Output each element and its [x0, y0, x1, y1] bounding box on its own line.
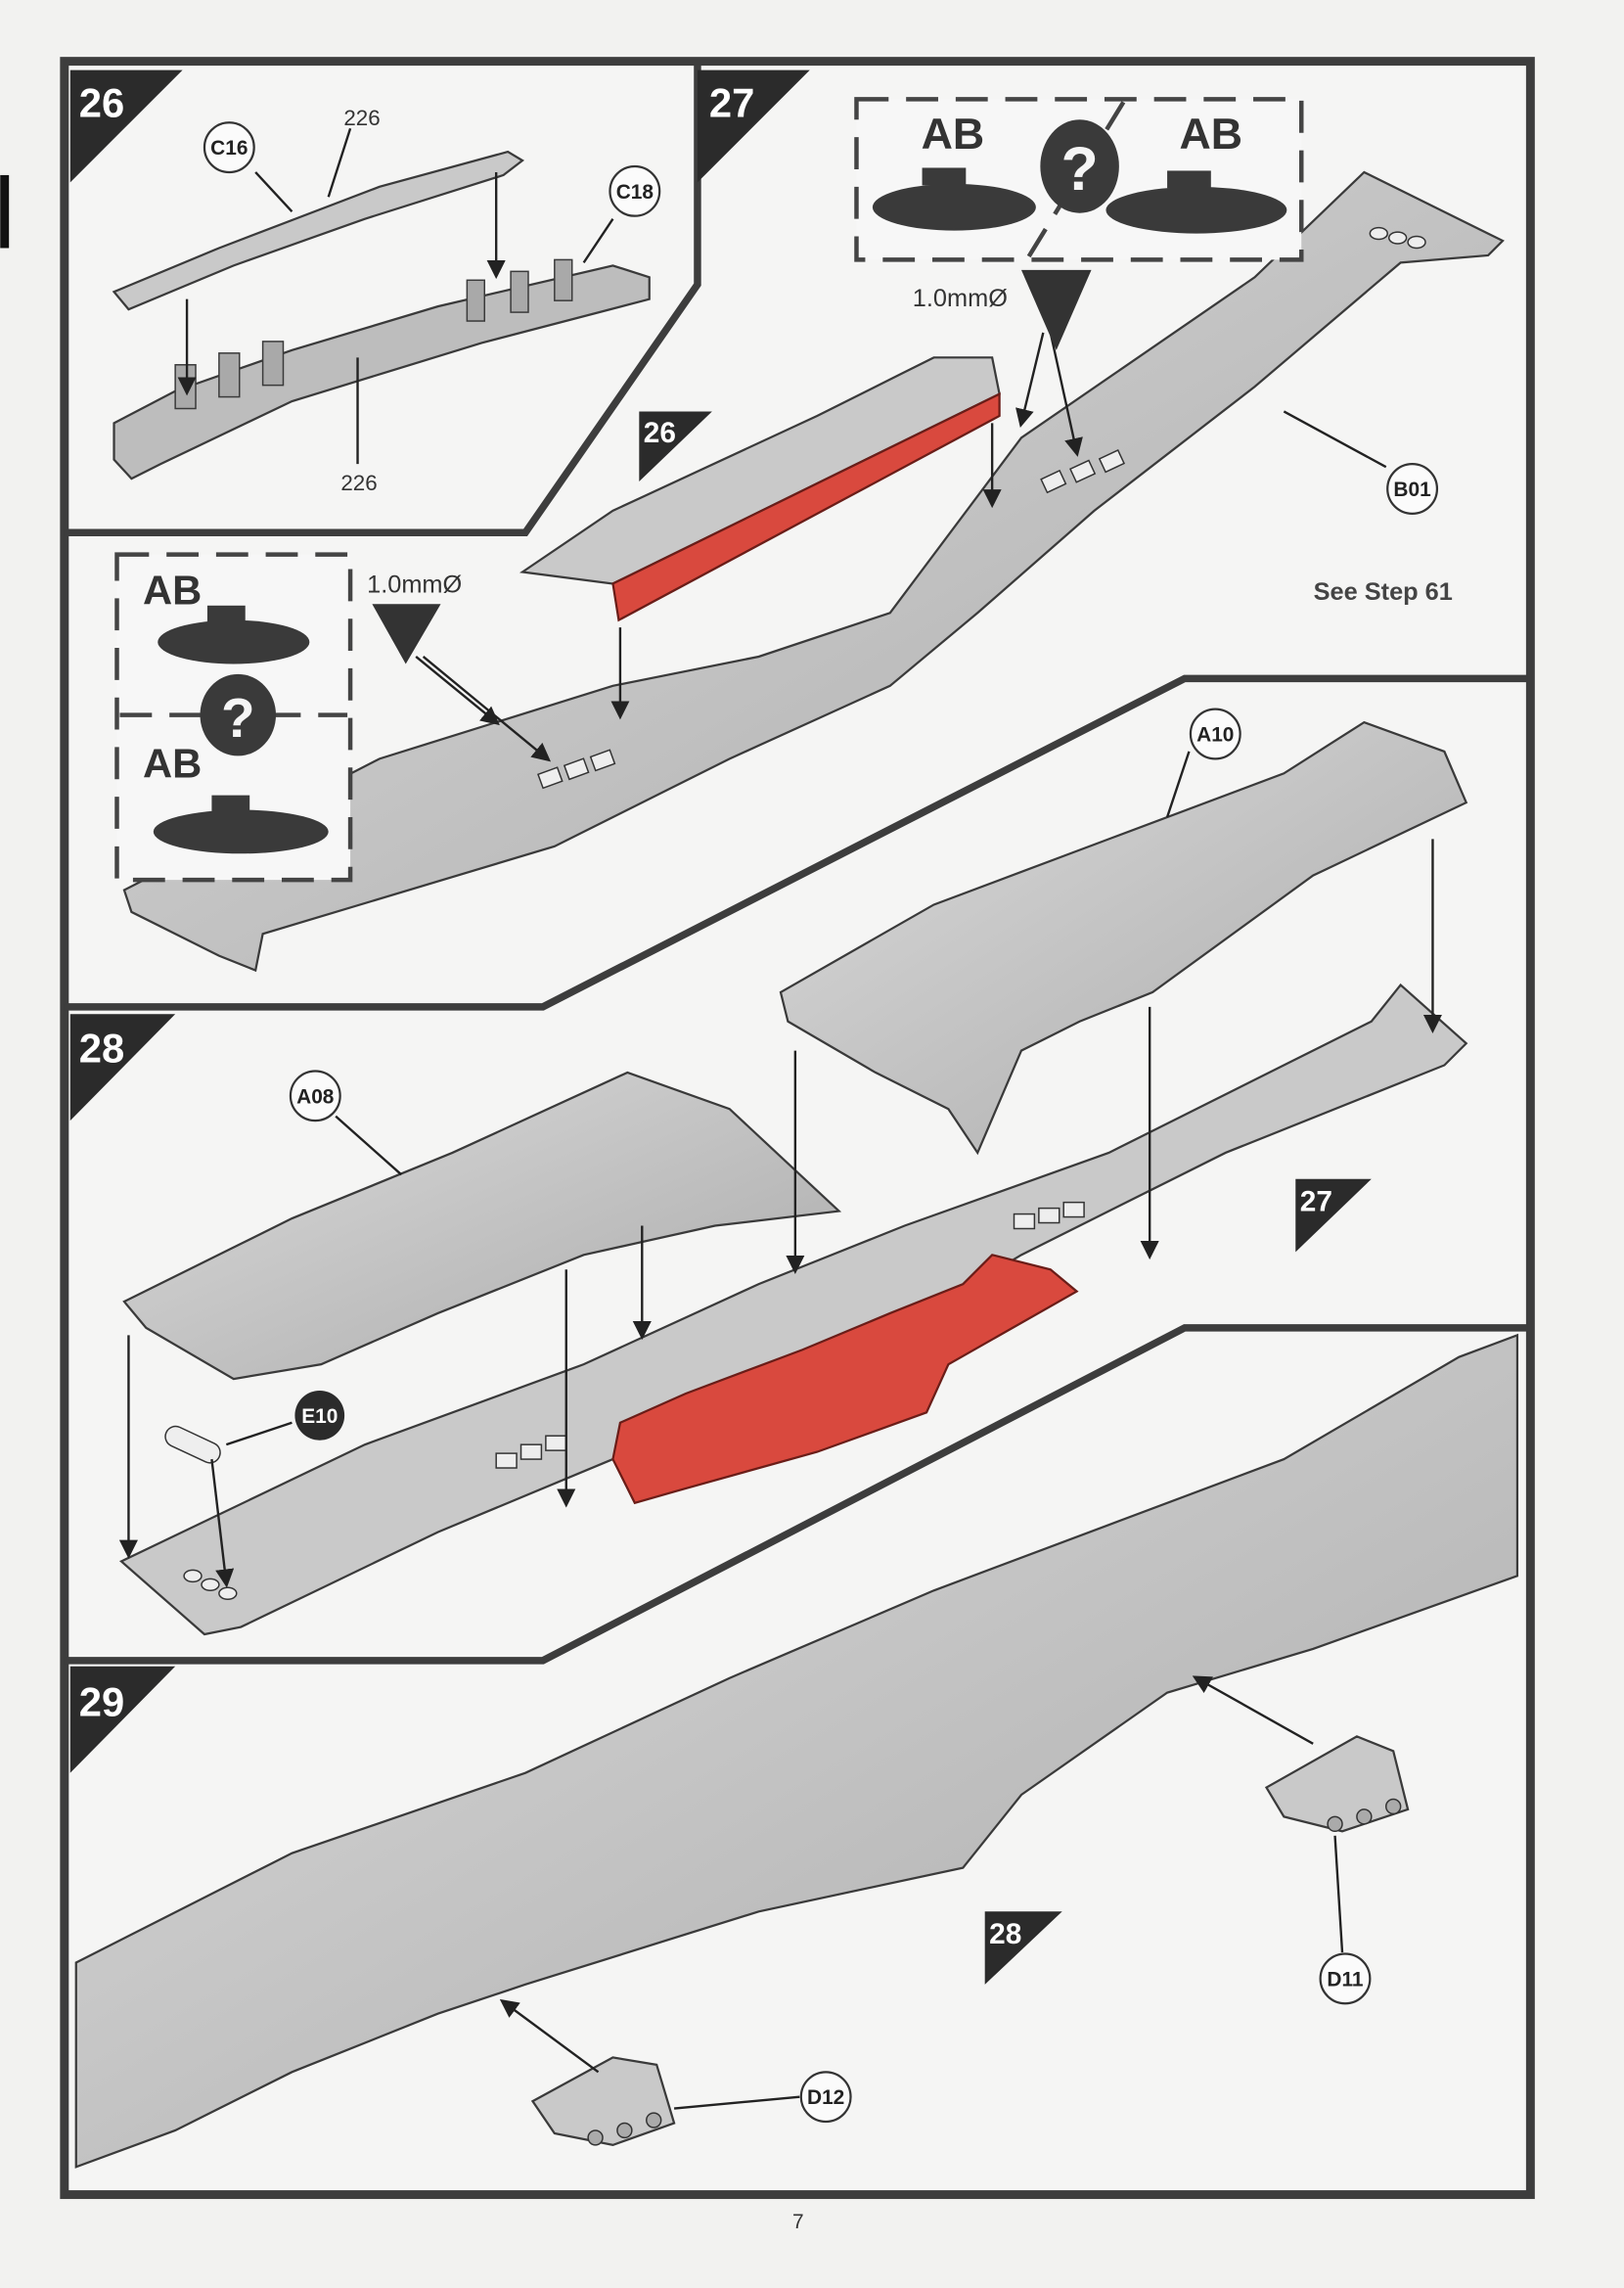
part-d12-exhaust — [530, 2056, 676, 2147]
highlighted-part — [611, 391, 1001, 622]
part-b01-wing — [122, 170, 1505, 973]
see-step-note: See Step 61 — [1314, 578, 1453, 606]
option-box-top: AB AB ? 1.0mmØ — [854, 97, 1304, 350]
assembled-wing — [74, 1333, 1519, 2169]
part-number-label: 226 — [343, 106, 380, 130]
option-label: AB — [922, 111, 985, 159]
drill-icon — [1020, 269, 1092, 350]
callout-a08: A08 — [296, 1085, 334, 1108]
option-label: AB — [143, 567, 202, 613]
svg-text:?: ? — [1060, 135, 1098, 204]
step-number: 26 — [79, 79, 124, 125]
step-number: 28 — [79, 1026, 124, 1072]
question-icon — [1040, 119, 1119, 213]
pod-silhouette — [872, 183, 1036, 231]
part-lower-wing — [118, 983, 1468, 1636]
part-c16 — [112, 150, 525, 311]
step-26: 26 C16 C18 226 226 — [69, 69, 661, 495]
pod-silhouette — [1105, 186, 1287, 234]
drill-size-label: 1.0mmØ — [913, 285, 1008, 312]
part-d11-exhaust — [1264, 1735, 1410, 1833]
step-27: 27 26 AB AB ? 1 — [114, 69, 1505, 973]
option-box-left: AB AB ? 1.0mmØ — [114, 552, 462, 883]
callout-b01: B01 — [1393, 479, 1431, 501]
highlighted-part — [611, 1254, 1079, 1505]
page-number: 7 — [792, 2211, 804, 2233]
part-a08-upper-wing — [122, 1071, 842, 1381]
part-a10-upper-wing — [779, 720, 1468, 1156]
step-28: 28 27 A10 A08 E10 — [69, 708, 1468, 1636]
part-number-label: 226 — [340, 471, 377, 495]
step-28-panel-border — [64, 1324, 1528, 1665]
step-26-panel-border — [64, 64, 701, 536]
callout-d12: D12 — [807, 2086, 844, 2109]
part-c18 — [113, 264, 651, 480]
step-number: 29 — [79, 1678, 124, 1724]
step-27-panel-border — [64, 674, 1528, 1011]
callout-d11: D11 — [1327, 1968, 1364, 1991]
callout-c18: C18 — [616, 181, 654, 204]
callout-a10: A10 — [1196, 723, 1234, 746]
drill-size-label: 1.0mmØ — [367, 571, 462, 598]
option-label: AB — [1180, 111, 1243, 159]
callout-e10: E10 — [301, 1405, 338, 1428]
step-reference: 26 — [644, 417, 676, 449]
step-reference: 27 — [1300, 1186, 1332, 1218]
callout-c16: C16 — [210, 137, 248, 160]
option-label: AB — [143, 741, 202, 787]
step-number: 27 — [709, 79, 754, 125]
question-icon — [200, 673, 277, 756]
step-reference: 28 — [989, 1918, 1021, 1950]
drill-icon — [372, 604, 441, 664]
svg-text:?: ? — [221, 688, 255, 750]
